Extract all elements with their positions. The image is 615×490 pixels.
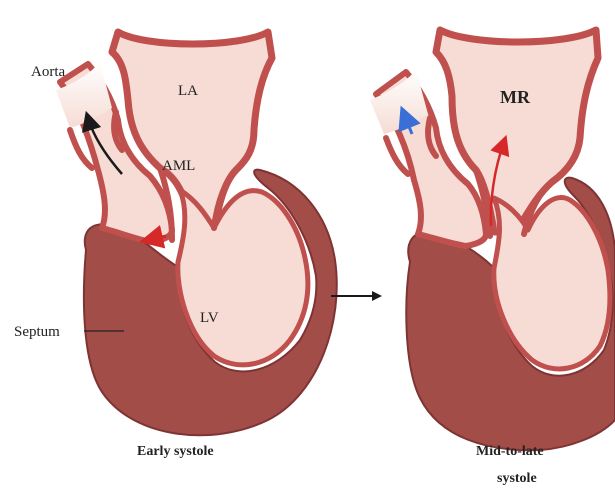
- label-la: LA: [178, 83, 198, 99]
- caption-mid-late-line1: Mid-to-late: [476, 444, 544, 459]
- label-aorta: Aorta: [31, 64, 65, 80]
- caption-early-systole: Early systole: [137, 444, 214, 459]
- heart-early-systole: Aorta LA AML LV Septum Early systole: [14, 32, 337, 459]
- label-septum: Septum: [14, 324, 60, 340]
- heart-mid-late-systole: MR Mid-to-late systole: [370, 30, 615, 486]
- label-aml: AML: [162, 158, 195, 174]
- label-mr: MR: [500, 87, 531, 107]
- caption-mid-late-line2: systole: [497, 471, 537, 486]
- label-lv: LV: [200, 310, 219, 326]
- left-ventricle-cavity: [178, 190, 308, 365]
- transition-arrow: [331, 291, 382, 301]
